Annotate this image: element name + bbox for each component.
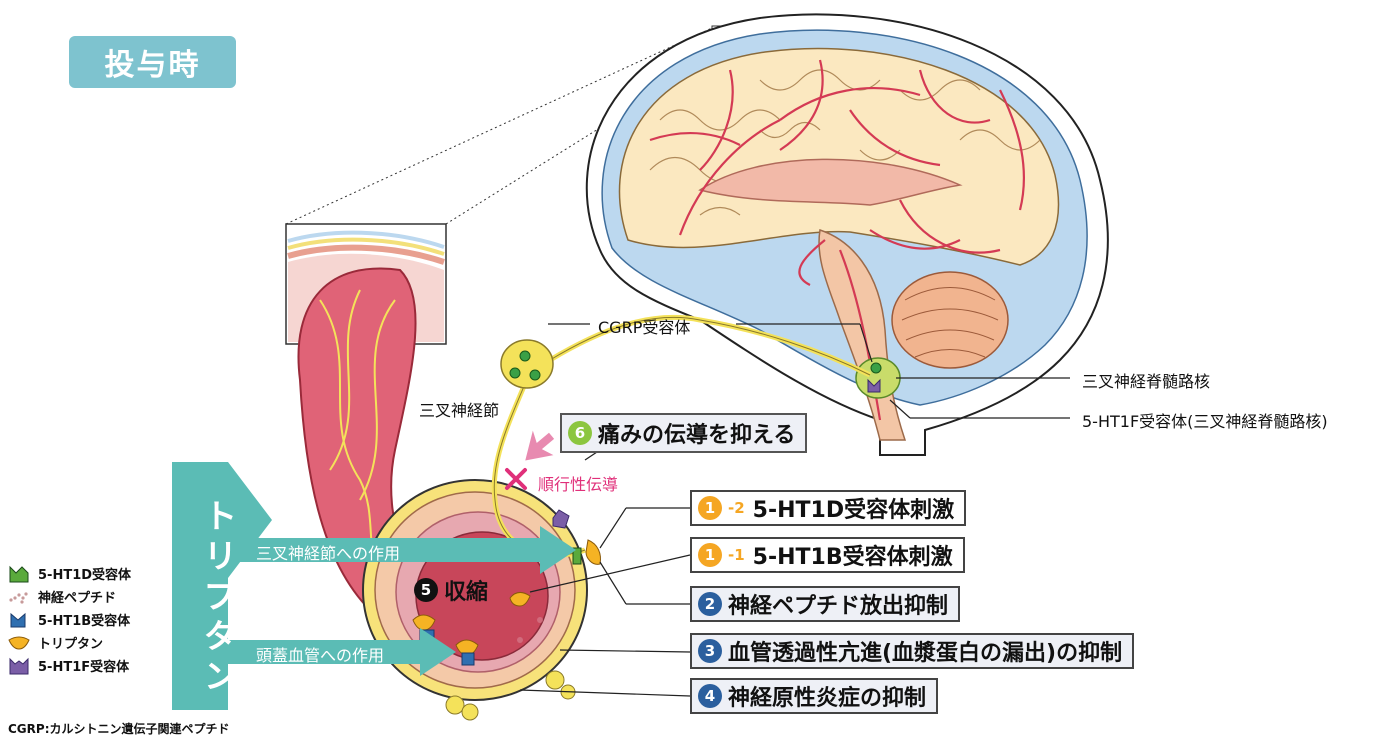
triptan-icon [8,634,30,652]
effect-number: 1 [698,496,722,520]
contraction-number: 5 [414,578,438,602]
5ht1b-receptor-icon [8,611,30,629]
effect-number: 1 [698,543,722,567]
legend: 5-HT1D受容体 神経ペプチド 5-HT1B受容体 トリプタン 5-HT1F受… [8,562,172,677]
cgrp-receptor-label: CGRP受容体 [598,314,690,338]
legend-item: トリプタン [8,631,172,654]
effect-number: 4 [698,684,722,708]
brain-illustration [587,14,1108,455]
effect-number: 6 [568,421,592,445]
footnote: CGRP:カルシトニン遺伝子関連ペプチド [8,720,230,737]
5ht1f-receptor-icon [8,657,30,675]
effect-box-5ht1b: 1 -1 5-HT1B受容体刺激 [690,537,965,573]
legend-item: 5-HT1D受容体 [8,562,172,585]
effect-subnumber: -1 [728,546,745,564]
title-badge: 投与時 [69,36,236,88]
5ht1d-receptor-icon [8,565,30,583]
effect-subnumber: -2 [728,499,745,517]
legend-item: 神経ペプチド [8,585,172,608]
effect-box-pain: 6 痛みの伝導を抑える [560,413,807,453]
effect-box-neuropeptide: 2 神経ペプチド放出抑制 [690,586,960,622]
neuropeptide-icon [8,588,30,606]
effect-number: 2 [698,592,722,616]
effect-text: 5-HT1D受容体刺激 [753,492,954,524]
vessel-action-label: 頭蓋血管への作用 [256,642,384,666]
ganglion-action-label: 三叉神経節への作用 [256,540,400,564]
orthodromic-label: 順行性伝導 [538,471,618,495]
legend-label: 5-HT1D受容体 [38,564,131,583]
legend-label: 神経ペプチド [38,587,116,606]
contraction-label: 5 収縮 [414,574,488,606]
effect-box-inflammation: 4 神経原性炎症の抑制 [690,678,938,714]
effect-text: 血管透過性亢進(血漿蛋白の漏出)の抑制 [728,635,1122,667]
trigeminal-nucleus-label: 三叉神経脊髄路核 [1082,368,1210,392]
effect-box-5ht1d: 1 -2 5-HT1D受容体刺激 [690,490,966,526]
legend-item: 5-HT1B受容体 [8,608,172,631]
effect-number: 3 [698,639,722,663]
effect-text: 神経ペプチド放出抑制 [728,588,948,620]
effect-box-permeability: 3 血管透過性亢進(血漿蛋白の漏出)の抑制 [690,633,1134,669]
legend-label: トリプタン [38,633,103,652]
effect-text: 痛みの伝導を抑える [598,417,795,449]
contraction-text: 収縮 [444,574,488,606]
ht1f-receptor-label: 5-HT1F受容体(三叉神経脊髄路核) [1082,408,1328,432]
trigeminal-ganglion-label: 三叉神経節 [419,397,499,421]
legend-label: 5-HT1F受容体 [38,656,129,675]
triptan-label: トリプタン [194,498,242,698]
legend-label: 5-HT1B受容体 [38,610,130,629]
legend-item: 5-HT1F受容体 [8,654,172,677]
effect-text: 神経原性炎症の抑制 [728,680,926,712]
effect-text: 5-HT1B受容体刺激 [753,539,953,571]
